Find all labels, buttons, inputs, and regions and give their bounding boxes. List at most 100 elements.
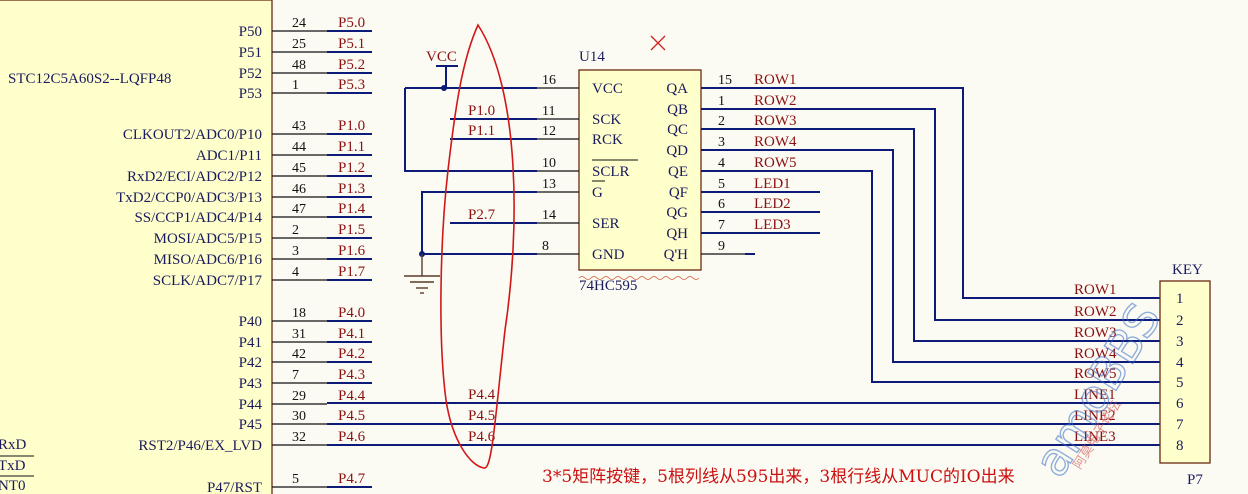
watermark-brand: amoBBS [1024, 294, 1172, 486]
mcu-net-label: P4.6 [338, 429, 366, 445]
u14-pin-number: 15 [718, 73, 732, 88]
row5-wire [701, 170, 1160, 383]
mcu-net-label: P4.2 [338, 346, 365, 362]
row2-wire [701, 108, 1160, 321]
u14-pin-name: G [592, 185, 603, 201]
annotation-note: 3*5矩阵按键，5根列线从595出来，3根行线从MUC的IO出来 [542, 467, 1015, 487]
key-body [1159, 280, 1211, 464]
mcu-net-label: P4.3 [338, 367, 365, 383]
mcu-pin-label: P40 [239, 314, 262, 330]
key-net-label: ROW1 [1074, 282, 1117, 298]
mcu-pin-number: 3 [292, 244, 299, 259]
u14-net-label: LED2 [754, 196, 791, 212]
mcu-pin-number: 48 [292, 58, 306, 73]
u14-pin-number: 8 [542, 239, 549, 254]
mcu-pin-label: P53 [239, 86, 262, 102]
mcu-net-label: P1.5 [338, 222, 365, 238]
shift-input-stubs [450, 118, 537, 224]
mcu-pin-label: SCLK/ADC7/P17 [153, 273, 263, 289]
mcu-net-label: P4.0 [338, 305, 365, 321]
mcu-pin-label: RxD2/ECI/ADC2/P12 [127, 169, 262, 185]
u14-pin-number: 14 [542, 208, 556, 223]
mcu-net-label: P4.1 [338, 326, 365, 342]
mcu-net-label: P4.4 [338, 388, 366, 404]
mcu-pin-number: 25 [292, 37, 306, 52]
key-net-label: LINE2 [1074, 408, 1116, 424]
mcu-pin-label: P52 [239, 66, 262, 82]
mcu-net-label: P1.1 [338, 139, 365, 155]
mcu-pin-number: 24 [292, 16, 306, 31]
u14-net-label: LED3 [754, 217, 791, 233]
u14-pin-name: QH [666, 226, 688, 242]
mcu-net-label: P1.2 [338, 160, 365, 176]
u14-pin-name: SCLR [592, 164, 630, 180]
u14-pin-number: 1 [718, 94, 725, 109]
mcu-net-label: P4.7 [338, 471, 366, 487]
mcu-pin-label: MOSI/ADC5/P15 [154, 231, 262, 247]
mcu-pin-label: RST2/P46/EX_LVD [138, 438, 262, 454]
mcu-net-label: P5.2 [338, 57, 365, 73]
mcu-pin-label: SS/CCP1/ADC4/P14 [134, 210, 262, 226]
mcu-pin-number: 4 [292, 265, 299, 280]
u14-net-label: ROW5 [754, 155, 797, 171]
key-pin-number: 2 [1176, 313, 1184, 329]
u14-net-label: ROW1 [754, 72, 797, 88]
mcu-pin-number: 7 [292, 368, 299, 383]
u14-pin-number: 10 [542, 156, 556, 171]
mcu-pin-number: 44 [292, 140, 306, 155]
key-ref: P7 [1187, 472, 1203, 488]
mcu-pin-label: P41 [239, 335, 262, 351]
mcu-pin-number: 2 [292, 223, 299, 238]
key-net-label: ROW5 [1074, 366, 1117, 382]
mcu-net-label: P4.5 [338, 408, 365, 424]
watermark-logo: amoBBS [1023, 293, 1172, 486]
u14-pin-number: 12 [542, 124, 556, 139]
key-pin-number: 4 [1176, 355, 1184, 371]
mcu-pin-label: P43 [239, 376, 262, 392]
power-network: VCC [404, 49, 537, 294]
mcu-pin-label: P45 [239, 417, 262, 433]
mcu-pin-number: 32 [292, 430, 306, 445]
red-annotation-loop [440, 23, 515, 469]
u14-net-label: LED1 [754, 176, 791, 192]
mcu-pin-label: P42 [239, 355, 262, 371]
key-net-label: LINE3 [1074, 429, 1116, 445]
u14-pin-number: 2 [718, 114, 725, 129]
net-label: P4.5 [468, 408, 495, 424]
mcu-left-edge-label: RxD [0, 437, 27, 453]
u14-pin-name: QD [666, 143, 688, 159]
u14-pin-number: 13 [542, 177, 556, 192]
mcu-pin-label: P50 [239, 24, 262, 40]
key-title: KEY [1172, 262, 1203, 278]
mcu-pin-number: 18 [292, 306, 306, 321]
u14-pin-name: QF [669, 185, 688, 201]
shift-register-symbol: U14 74HC595 16VCC11SCKP1.012RCKP1.110SCL… [468, 35, 797, 294]
row4-wire [701, 149, 1160, 363]
u14-pin-name: SCK [592, 112, 621, 128]
u14-net-label: P1.1 [468, 123, 495, 139]
u14-net-label: ROW2 [754, 93, 797, 109]
u14-pin-number: 4 [718, 156, 725, 171]
mcu-pin-label: P47/RST [207, 480, 262, 494]
mcu-pin-number: 1 [292, 78, 299, 93]
u14-pin-number: 16 [542, 73, 556, 88]
net-label: P4.6 [468, 429, 496, 445]
mcu-net-label: P1.6 [338, 243, 366, 259]
u14-pin-name: SER [592, 216, 620, 232]
u14-pin-number: 11 [542, 104, 555, 119]
mcu-body [0, 0, 273, 494]
mcu-pin-number: 42 [292, 347, 306, 362]
mcu-net-label: P5.1 [338, 36, 365, 52]
u14-pin-number: 6 [718, 197, 725, 212]
u14-pin-number: 7 [718, 218, 725, 233]
key-net-label: ROW2 [1074, 304, 1117, 320]
mcu-pin-number: 47 [292, 202, 306, 217]
mcu-pin-number: 43 [292, 119, 306, 134]
mcu-net-label: P1.3 [338, 181, 365, 197]
row-wires [701, 87, 1160, 383]
u14-pin-number: 5 [718, 177, 725, 192]
vcc-label: VCC [426, 49, 457, 65]
